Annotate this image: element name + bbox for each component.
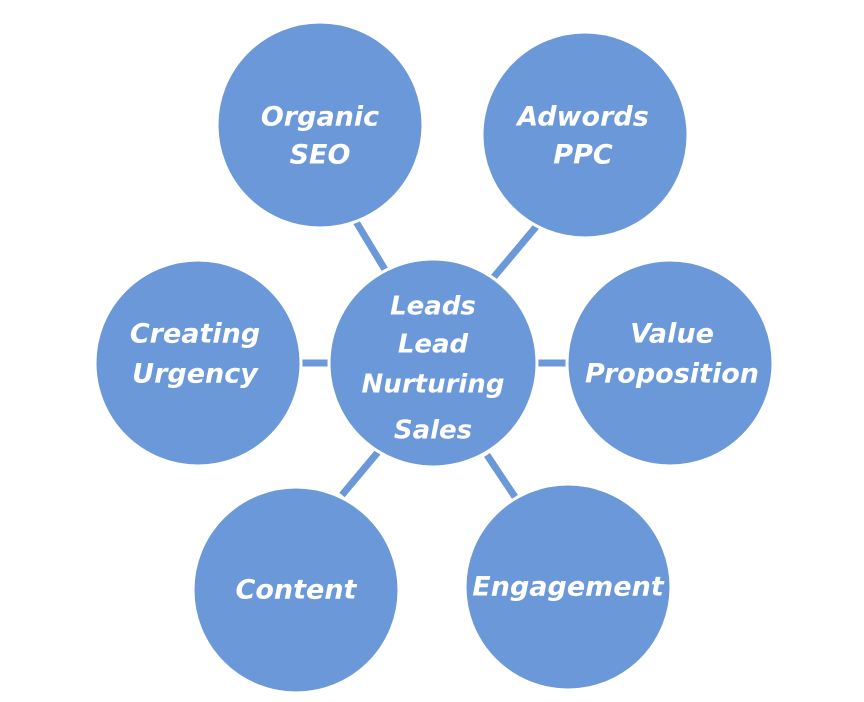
node-creating-urgency-line-1: Creating [130,319,260,350]
center-line-2: Lead [398,330,469,360]
node-engagement: Engagement [463,482,673,692]
node-creating-urgency-circle [93,258,303,468]
node-organic-seo-circle [215,20,425,230]
center-line-1: Leads [390,292,476,322]
node-content-line-1: Content [236,575,358,606]
node-value-proposition-line-2: Proposition [585,359,759,390]
center-line-4: Sales [394,416,472,446]
node-value-proposition: Value Proposition [565,258,775,468]
node-organic-seo: Organic SEO [215,20,425,230]
connector-engagement [484,453,518,499]
connector-content [339,449,381,498]
node-adwords-ppc-line-1: Adwords [515,102,649,133]
node-creating-urgency: Creating Urgency [93,258,303,468]
node-engagement-line-1: Engagement [472,572,665,603]
node-organic-seo-line-2: SEO [290,140,351,171]
connectors [300,218,568,499]
center-node-circle [327,257,539,469]
connector-organic-seo [352,218,393,280]
node-engagement-circle [463,482,673,692]
center-line-3: Nurturing [362,370,505,400]
node-value-proposition-line-1: Value [630,319,714,350]
node-content-circle [191,485,401,695]
connector-adwords-ppc [485,219,543,287]
node-value-proposition-circle [565,258,775,468]
node-creating-urgency-line-2: Urgency [132,359,259,390]
node-content: Content [191,485,401,695]
node-organic-seo-line-1: Organic [261,102,379,133]
node-adwords-ppc: Adwords PPC [480,30,690,240]
center-node: Leads Lead Nurturing Sales [327,257,539,469]
node-adwords-ppc-line-2: PPC [553,140,613,171]
node-adwords-ppc-circle [480,30,690,240]
